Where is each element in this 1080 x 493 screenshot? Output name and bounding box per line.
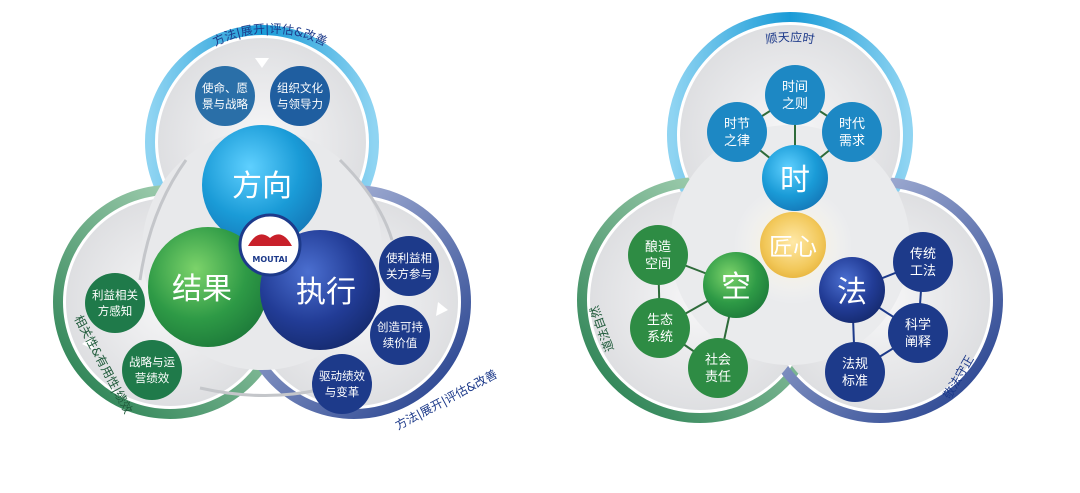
svg-text:之则: 之则 xyxy=(782,97,808,112)
svg-text:生态: 生态 xyxy=(647,313,673,328)
svg-text:时代: 时代 xyxy=(839,117,865,132)
node-ecosystem: 生态 系统 xyxy=(630,298,690,358)
node-time-principle: 时间 之则 xyxy=(765,65,825,125)
label-craftsmanship: 匠心 xyxy=(769,233,817,261)
svg-text:与变革: 与变革 xyxy=(325,385,360,399)
svg-text:方感知: 方感知 xyxy=(98,304,133,318)
svg-text:空间: 空间 xyxy=(645,257,671,272)
label-time: 时 xyxy=(780,163,810,198)
node-performance: 驱动绩效 与变革 xyxy=(312,354,372,414)
svg-text:科学: 科学 xyxy=(905,317,931,333)
node-solar-terms: 时节 之律 xyxy=(707,102,767,162)
left-arrow-1 xyxy=(138,159,188,281)
node-sustainable-value: 创造可持 续价值 xyxy=(370,305,430,365)
node-scientific-explanation: 科学 阐释 xyxy=(888,303,948,363)
svg-text:景与战略: 景与战略 xyxy=(202,97,248,111)
svg-text:营绩效: 营绩效 xyxy=(135,371,170,385)
label-direction: 方向 xyxy=(232,169,292,204)
svg-text:阐释: 阐释 xyxy=(905,335,931,350)
node-social-responsibility: 社会 责任 xyxy=(688,338,748,398)
svg-text:传统: 传统 xyxy=(910,247,936,262)
svg-text:续价值: 续价值 xyxy=(383,336,418,350)
node-strategic-performance: 战略与运 营绩效 xyxy=(122,340,182,400)
node-traditional-craft: 传统 工法 xyxy=(893,232,953,292)
svg-text:酿造: 酿造 xyxy=(645,239,671,255)
logo-text: MOUTAI xyxy=(252,255,287,264)
svg-text:标准: 标准 xyxy=(842,374,868,389)
label-space: 空 xyxy=(721,270,751,305)
svg-text:创造可持: 创造可持 xyxy=(377,320,423,334)
node-brewing-space: 酿造 空间 xyxy=(628,225,688,285)
svg-text:使命、愿: 使命、愿 xyxy=(202,81,248,95)
svg-text:需求: 需求 xyxy=(839,134,865,149)
svg-text:驱动绩效: 驱动绩效 xyxy=(319,369,365,383)
svg-text:关方参与: 关方参与 xyxy=(386,267,432,281)
svg-text:时节: 时节 xyxy=(724,117,750,132)
svg-text:组织文化: 组织文化 xyxy=(277,81,323,95)
svg-text:与领导力: 与领导力 xyxy=(277,97,323,111)
node-regulation-standard: 法规 标准 xyxy=(825,342,885,402)
circle-direction xyxy=(202,125,322,245)
svg-text:法规: 法规 xyxy=(842,357,868,372)
node-mission: 使命、愿 景与战略 xyxy=(195,66,255,126)
circle-space xyxy=(703,252,769,318)
svg-text:责任: 责任 xyxy=(705,370,731,385)
right-diagram: 匠心 时 空 法 时间 之则 时节 之律 时代 需求 酿造 空间 xyxy=(577,12,1003,423)
svg-text:战略与运: 战略与运 xyxy=(129,355,175,369)
circle-time xyxy=(762,145,828,211)
label-results: 结果 xyxy=(172,272,232,307)
node-stakeholder-benefit: 使利益相 关方参与 xyxy=(379,236,439,296)
svg-text:时间: 时间 xyxy=(782,80,808,95)
left-diagram: 方向 结果 执行 MOUTAI 使命、愿 景与战略 组织文化 与领导力 使利益相… xyxy=(53,22,500,433)
left-triangle-top xyxy=(255,58,269,68)
left-arrow-3 xyxy=(199,386,319,398)
node-stakeholder-perception: 利益相关 方感知 xyxy=(85,273,145,333)
circle-results xyxy=(148,227,268,347)
label-execution: 执行 xyxy=(296,275,356,310)
left-triangle-right xyxy=(436,302,448,316)
left-triangle-left xyxy=(82,336,94,350)
circle-craftsmanship xyxy=(760,212,826,278)
left-arrow-2 xyxy=(338,158,394,241)
label-law: 法 xyxy=(837,275,867,310)
svg-text:之律: 之律 xyxy=(724,134,750,149)
circle-law xyxy=(819,257,885,323)
node-culture: 组织文化 与领导力 xyxy=(270,66,330,126)
logo-mountain-icon xyxy=(248,234,292,246)
svg-text:使利益相: 使利益相 xyxy=(386,251,432,265)
svg-text:系统: 系统 xyxy=(647,330,673,345)
svg-text:工法: 工法 xyxy=(910,264,936,279)
node-era-demand: 时代 需求 xyxy=(822,102,882,162)
svg-text:利益相关: 利益相关 xyxy=(92,288,138,302)
svg-text:社会: 社会 xyxy=(705,352,731,368)
